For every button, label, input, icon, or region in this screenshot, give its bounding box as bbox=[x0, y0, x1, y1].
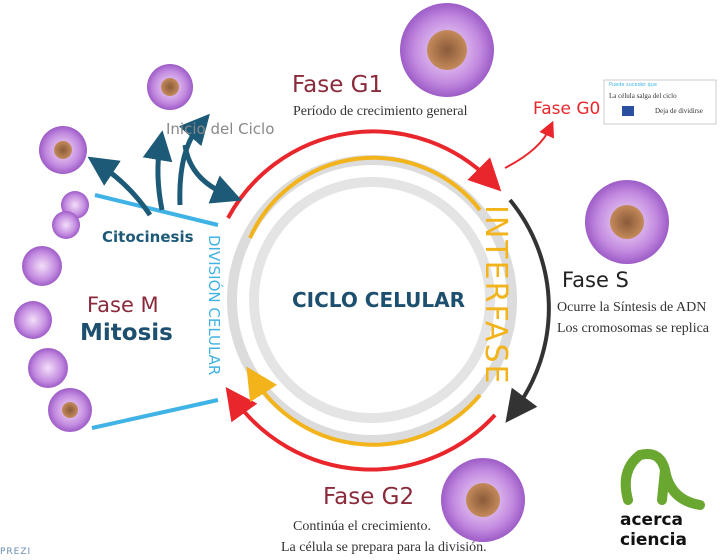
start-label: Inicio del Ciclo bbox=[166, 120, 275, 138]
prezi-watermark: PREZI bbox=[0, 547, 32, 557]
g0-note-header: Puede suceder que bbox=[609, 82, 657, 88]
cell-mitosis-3 bbox=[22, 246, 62, 286]
s-title: Fase S bbox=[562, 268, 629, 292]
cell-mitosis-4 bbox=[14, 301, 52, 339]
fase-m-title: Fase M bbox=[87, 293, 159, 317]
division-bottom-line bbox=[91, 398, 219, 430]
g0-note-icon bbox=[622, 106, 634, 116]
s-arrow bbox=[505, 198, 551, 423]
outer-ring bbox=[227, 155, 517, 445]
s-desc-2: Los cromosomas se replica bbox=[557, 321, 710, 336]
cell-s bbox=[585, 180, 669, 264]
g2-arrow bbox=[225, 387, 497, 472]
citocinesis-label: Citocinesis bbox=[102, 228, 194, 246]
cell-mitosis-2 bbox=[52, 191, 89, 239]
g2-desc-2: La célula se prepara para la división. bbox=[281, 540, 487, 555]
g1-desc: Período de crecimiento general bbox=[293, 104, 468, 119]
g0-option-1: La célula salga del ciclo bbox=[609, 92, 677, 100]
s-desc-1: Ocurre la Síntesis de ADN bbox=[557, 300, 707, 315]
cell-mitosis-5 bbox=[28, 348, 68, 388]
logo-line-1: acerca bbox=[620, 510, 684, 530]
g0-title: Fase G0 bbox=[533, 99, 601, 119]
inner-ring bbox=[249, 177, 495, 423]
g2-yellow-arrow bbox=[246, 366, 482, 447]
acerca-ciencia-logo: acerca ciencia bbox=[620, 510, 687, 550]
start-arrow bbox=[182, 144, 242, 204]
g0-note-box bbox=[603, 79, 717, 125]
interfase-label: INTERFASE bbox=[478, 205, 513, 386]
cytokinesis-arrow-1 bbox=[87, 156, 153, 217]
cell-start bbox=[147, 64, 193, 110]
division-top-line bbox=[94, 193, 219, 227]
center-title: CICLO CELULAR bbox=[292, 288, 466, 312]
logo-line-2: ciencia bbox=[620, 530, 687, 550]
cell-g2 bbox=[441, 458, 525, 542]
cell-mitosis-6 bbox=[48, 388, 92, 432]
g1-title: Fase G1 bbox=[292, 72, 384, 98]
cell-mitosis-1 bbox=[39, 126, 87, 174]
g2-title: Fase G2 bbox=[323, 484, 415, 510]
mitosis-label: Mitosis bbox=[80, 320, 173, 346]
g0-option-2: Deja de dividirse bbox=[655, 107, 703, 115]
g1-yellow-arc bbox=[248, 155, 482, 239]
cytokinesis-arrow-2 bbox=[142, 130, 173, 211]
cytokinesis-arrow-3 bbox=[177, 113, 210, 206]
g0-arrow bbox=[504, 120, 554, 169]
g1-arrow bbox=[226, 129, 502, 219]
g2-desc-1: Continúa el crecimiento. bbox=[293, 519, 432, 534]
division-label: DIVISIÓN CELULAR bbox=[205, 235, 223, 376]
logo-mark bbox=[620, 449, 705, 510]
cell-g1 bbox=[400, 3, 494, 97]
